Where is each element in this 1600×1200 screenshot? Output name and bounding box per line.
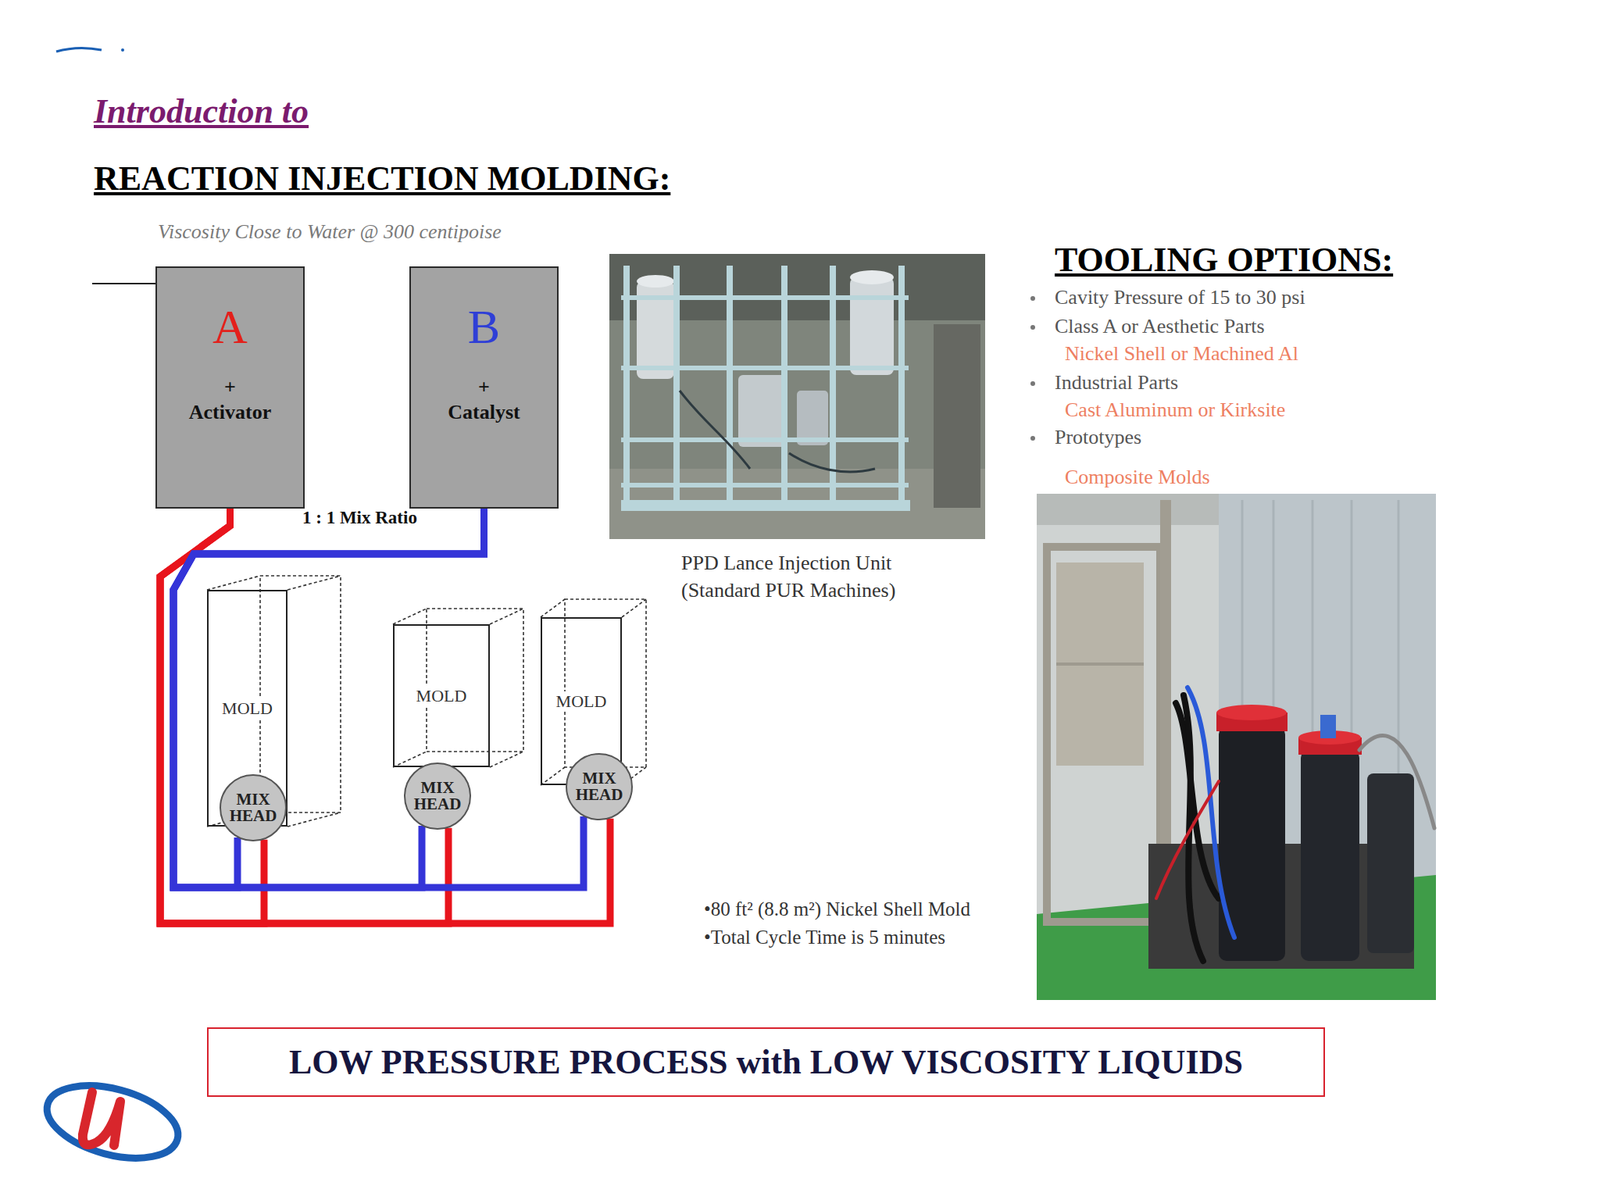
machine-photo bbox=[609, 253, 986, 540]
feed-pipe bbox=[160, 508, 611, 924]
feed-pipe bbox=[173, 508, 584, 888]
photo-caption: (Standard PUR Machines) bbox=[681, 578, 896, 603]
section-heading: TOOLING OPTIONS: bbox=[1054, 240, 1393, 281]
bullet-dot bbox=[1030, 296, 1036, 441]
mold-label: MOLD bbox=[414, 685, 469, 706]
corner-dot bbox=[121, 48, 125, 52]
plus-sign: + bbox=[410, 375, 558, 400]
component-tank: A +Activator bbox=[155, 266, 305, 509]
tank-letter: A bbox=[157, 299, 304, 355]
plus-sign: + bbox=[157, 375, 304, 400]
mix-head-label: MIX HEAD bbox=[409, 779, 466, 813]
feed-pipe bbox=[173, 508, 485, 888]
corner-mark bbox=[56, 47, 102, 52]
option-item: Class A or Aesthetic Parts bbox=[1054, 314, 1265, 339]
slide-title: REACTION INJECTION MOLDING: bbox=[93, 159, 671, 200]
machine-photo bbox=[1036, 493, 1436, 1000]
option-detail: Nickel Shell or Machined Al bbox=[1064, 342, 1299, 366]
feed-line bbox=[92, 282, 161, 285]
mix-head-label: MIX HEAD bbox=[571, 770, 628, 804]
mold-box: MOLD bbox=[392, 624, 490, 768]
component-tank: B +Catalyst bbox=[409, 266, 559, 509]
banner-text: LOW PRESSURE PROCESS with LOW VISCOSITY … bbox=[289, 1042, 1243, 1083]
mix-head-circle: MIX HEAD bbox=[219, 774, 287, 842]
option-item: Cavity Pressure of 15 to 30 psi bbox=[1054, 285, 1306, 310]
mix-head-circle: MIX HEAD bbox=[403, 762, 472, 830]
company-logo bbox=[39, 1072, 186, 1172]
option-item: Industrial Parts bbox=[1054, 371, 1179, 395]
photo-caption: PPD Lance Injection Unit bbox=[681, 551, 892, 575]
tank-label: Catalyst bbox=[410, 400, 558, 425]
mix-ratio: 1 : 1 Mix Ratio bbox=[302, 507, 418, 529]
mix-head-label: MIX HEAD bbox=[225, 791, 282, 825]
tank-label: Activator bbox=[157, 400, 304, 425]
mold-label: MOLD bbox=[554, 691, 609, 711]
spec-note: •Total Cycle Time is 5 minutes bbox=[703, 926, 946, 950]
banner-box: LOW PRESSURE PROCESS with LOW VISCOSITY … bbox=[207, 1027, 1325, 1097]
mix-head-circle: MIX HEAD bbox=[565, 753, 633, 821]
viscosity-note: Viscosity Close to Water @ 300 centipois… bbox=[157, 220, 502, 244]
spec-note: •80 ft² (8.8 m²) Nickel Shell Mold bbox=[703, 898, 971, 922]
option-item: Prototypes bbox=[1054, 425, 1142, 450]
feed-pipe bbox=[160, 508, 449, 924]
option-detail: Cast Aluminum or Kirksite bbox=[1064, 398, 1286, 422]
feed-pipe bbox=[173, 508, 485, 888]
intro-heading: Introduction to bbox=[93, 92, 309, 133]
option-detail: Composite Molds bbox=[1064, 465, 1211, 490]
mold-label: MOLD bbox=[220, 698, 275, 718]
tank-letter: B bbox=[410, 299, 558, 355]
